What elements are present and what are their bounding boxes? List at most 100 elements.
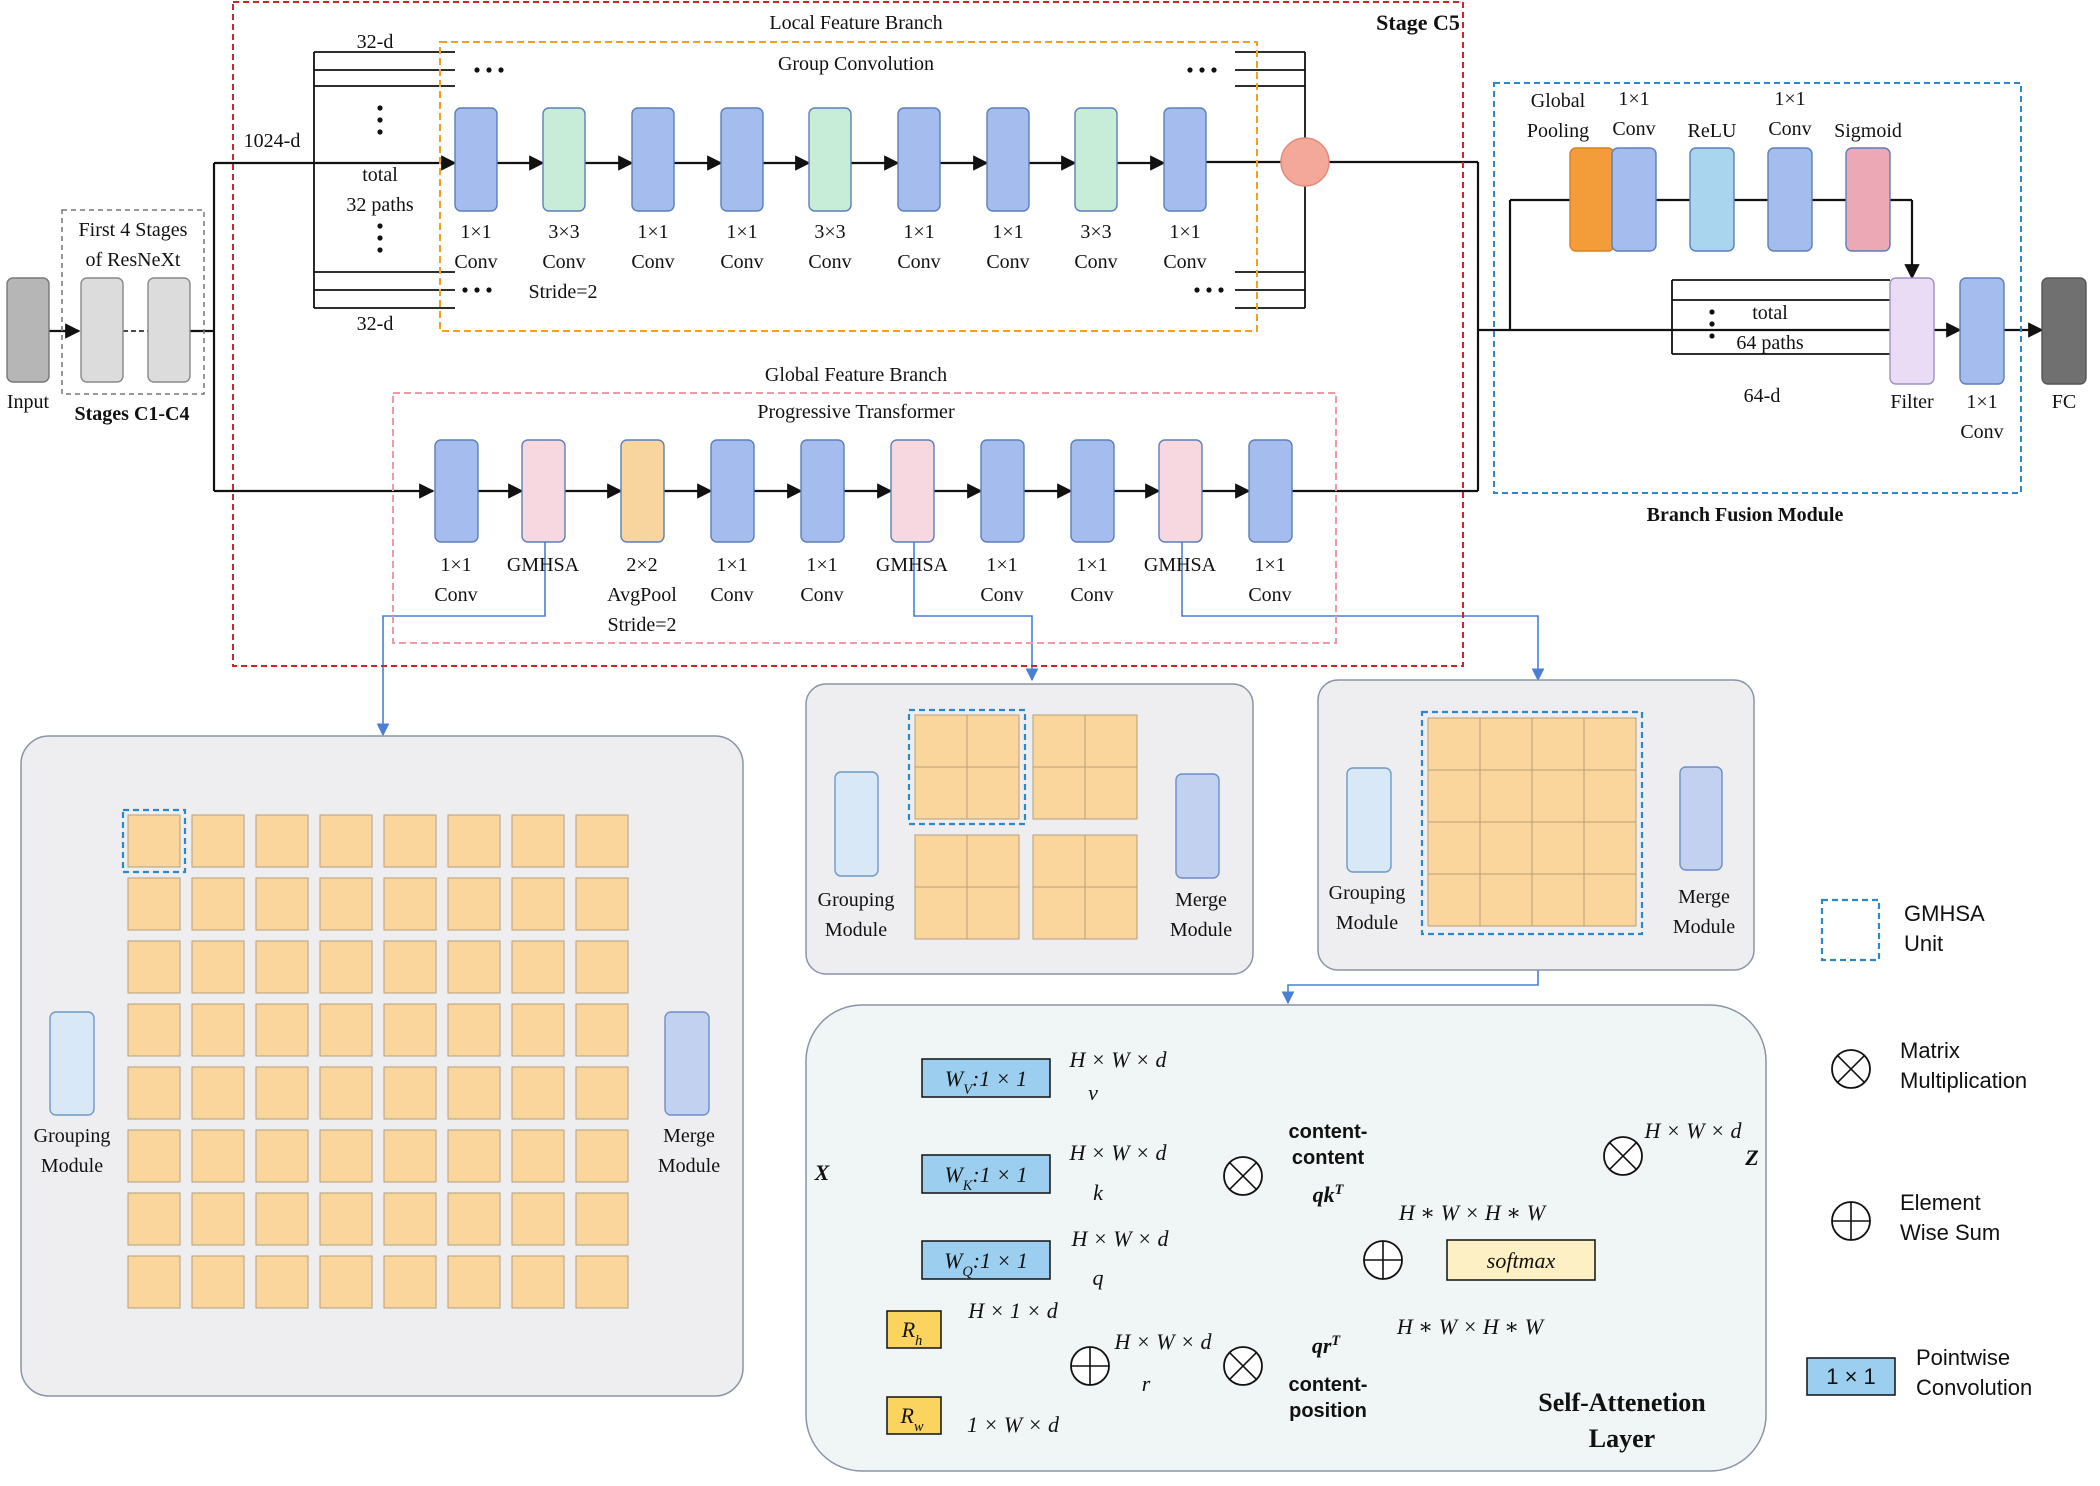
grid-cell [319, 940, 373, 994]
progressive-transformer-box [392, 392, 1337, 644]
rh-label: Rh [901, 1317, 923, 1349]
global-layer-label-3: AvgPool [607, 584, 677, 606]
self-attention-title: Layer [1589, 1424, 1655, 1453]
legend-elemsum-label: Element [1900, 1190, 1981, 1215]
grid-cell [255, 1192, 309, 1246]
grid-cell [1531, 769, 1585, 823]
ellipsis-dot [1194, 287, 1200, 293]
legend-matmul-icon-b [1837, 1055, 1865, 1083]
grid-cell [1583, 821, 1637, 875]
ellipsis-dot [1206, 287, 1212, 293]
grid-cell [511, 877, 565, 931]
local-branch-title: Local Feature Branch [769, 12, 942, 34]
grid-cell [191, 1129, 245, 1183]
r-label: r [1142, 1371, 1151, 1396]
grid-cell [914, 886, 968, 940]
local-layer-label-4: Conv [720, 251, 763, 273]
q-label: q [1093, 1265, 1104, 1290]
grid-cell [447, 877, 501, 931]
global-block-2 [521, 439, 566, 543]
grid-cell [255, 1129, 309, 1183]
filter-block [1889, 277, 1935, 385]
local-layer-label-9: 1×1 [1169, 221, 1200, 243]
grid-cell [511, 1255, 565, 1309]
grid-cell [255, 1255, 309, 1309]
stages-c1c4-label: Stages C1-C4 [75, 403, 190, 425]
branch-fusion-box [1493, 82, 2022, 494]
legend-pointwise-box-label: 1 × 1 [1826, 1364, 1876, 1389]
local-conv-block-1 [454, 107, 498, 212]
input-block [6, 277, 50, 383]
grid-cell [383, 814, 437, 868]
merge-label-1: Merge [663, 1125, 715, 1147]
fusion-block-4 [1767, 147, 1813, 252]
grid-cell [914, 714, 968, 768]
grid-cell [966, 886, 1020, 940]
ellipsis-dot [377, 235, 383, 241]
dim-32-top: 32-d [357, 31, 394, 53]
ellipsis-dot [474, 67, 480, 73]
fusion-final-conv-label: 1×1 [1966, 391, 1997, 413]
grid-cell [1427, 821, 1481, 875]
grid-cell [966, 714, 1020, 768]
grid-cell [1583, 873, 1637, 927]
rw-box [886, 1396, 942, 1435]
global-block-8 [1070, 439, 1115, 543]
grid-cell [1531, 717, 1585, 771]
grid-cell [1032, 714, 1086, 768]
grid-cell [383, 1003, 437, 1057]
stage-c5-title: Stage C5 [1376, 10, 1460, 35]
global-layer-label-9: GMHSA [1144, 554, 1217, 576]
fusion-label-global-pooling: Global [1531, 90, 1586, 112]
grid-cell [319, 877, 373, 931]
merge-label-1: Module [658, 1155, 720, 1177]
global-layer-label-10: 1×1 [1254, 554, 1285, 576]
merge-module-block-3 [1679, 766, 1723, 871]
grid-cell [1479, 769, 1533, 823]
matmul-final-b [1609, 1142, 1637, 1170]
wq-box-label: WQ:1 × 1 [944, 1248, 1028, 1280]
grid-cell [1531, 821, 1585, 875]
matmul-qr-b [1229, 1352, 1257, 1380]
global-block-4 [710, 439, 755, 543]
grid-cell [511, 1129, 565, 1183]
grid-cell [511, 1192, 565, 1246]
global-block-3 [620, 439, 665, 543]
grid-cell [1084, 834, 1138, 888]
legend-matmul-label: Multiplication [1900, 1068, 2027, 1093]
ellipsis-dot [486, 67, 492, 73]
merge-label-2: Module [1170, 919, 1232, 941]
local-conv-block-2 [542, 107, 586, 212]
grid-cell [383, 1066, 437, 1120]
dim-hwhw-top: H ∗ W × H ∗ W [1398, 1200, 1547, 1225]
stage-c5-box [232, 1, 1464, 667]
grid-cell [383, 1255, 437, 1309]
stride-label: Stride=2 [528, 281, 597, 303]
legend-elemsum-label: Wise Sum [1900, 1220, 2000, 1245]
stages-c1c4-box [61, 209, 205, 395]
progressive-transformer-title: Progressive Transformer [757, 401, 955, 423]
legend-pointwise-label: Pointwise [1916, 1345, 2010, 1370]
global-layer-label-5: 1×1 [806, 554, 837, 576]
global-layer-label-7: 1×1 [986, 554, 1017, 576]
grid-cell [255, 940, 309, 994]
grid-cell [1583, 717, 1637, 771]
total-32-paths: total [362, 164, 398, 186]
merge-label-2: Merge [1175, 889, 1227, 911]
legend-matmul-label: Matrix [1900, 1038, 1960, 1063]
fusion-block-2 [1611, 147, 1657, 252]
grid-cell [1427, 873, 1481, 927]
grid-cell [127, 1003, 181, 1057]
qrt-label: qrT [1312, 1333, 1342, 1358]
ellipsis-dot [377, 247, 383, 253]
fusion-label-conv-2: Conv [1768, 118, 1811, 140]
grid-cell [319, 1066, 373, 1120]
k-label: k [1093, 1180, 1104, 1205]
grid-cell [1479, 873, 1533, 927]
z-dim-label: H × W × d [1644, 1118, 1743, 1143]
q-dim-label: H × W × d [1071, 1226, 1170, 1251]
gmhsa-unit-highlight-1 [121, 808, 187, 874]
grouping-module-block-2 [834, 771, 879, 877]
self-attention-title: Self-Attenetion [1538, 1388, 1706, 1417]
ellipsis-dot [1187, 67, 1193, 73]
